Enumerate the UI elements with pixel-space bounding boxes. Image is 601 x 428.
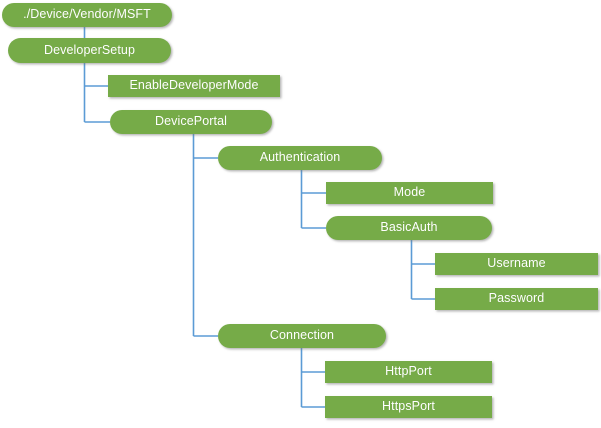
node-basic-auth[interactable]: BasicAuth xyxy=(326,216,492,240)
node-label-developer-setup: DeveloperSetup xyxy=(43,42,136,57)
node-password[interactable]: Password xyxy=(435,288,598,310)
node-http-port[interactable]: HttpPort xyxy=(325,361,492,383)
node-username[interactable]: Username xyxy=(435,253,598,275)
node-root[interactable]: ./Device/Vendor/MSFT xyxy=(2,3,172,27)
node-label-http-port: HttpPort xyxy=(385,364,432,379)
node-connection[interactable]: Connection xyxy=(218,324,386,348)
node-device-portal[interactable]: DevicePortal xyxy=(110,110,272,134)
node-label-username: Username xyxy=(487,256,546,271)
node-https-port[interactable]: HttpsPort xyxy=(325,396,492,418)
node-label-password: Password xyxy=(488,291,545,306)
node-label-https-port: HttpsPort xyxy=(382,399,435,414)
node-label-device-portal: DevicePortal xyxy=(154,114,228,129)
node-label-connection: Connection xyxy=(269,328,335,343)
node-label-mode: Mode xyxy=(393,185,426,200)
node-label-authentication: Authentication xyxy=(259,150,341,165)
node-label-basic-auth: BasicAuth xyxy=(380,220,438,235)
node-mode[interactable]: Mode xyxy=(326,182,493,204)
node-authentication[interactable]: Authentication xyxy=(218,146,382,170)
node-enable-developer-mode[interactable]: EnableDeveloperMode xyxy=(108,75,280,97)
node-developer-setup[interactable]: DeveloperSetup xyxy=(8,38,171,63)
node-label-enable-developer-mode: EnableDeveloperMode xyxy=(129,78,259,93)
node-label-root: ./Device/Vendor/MSFT xyxy=(23,7,151,22)
